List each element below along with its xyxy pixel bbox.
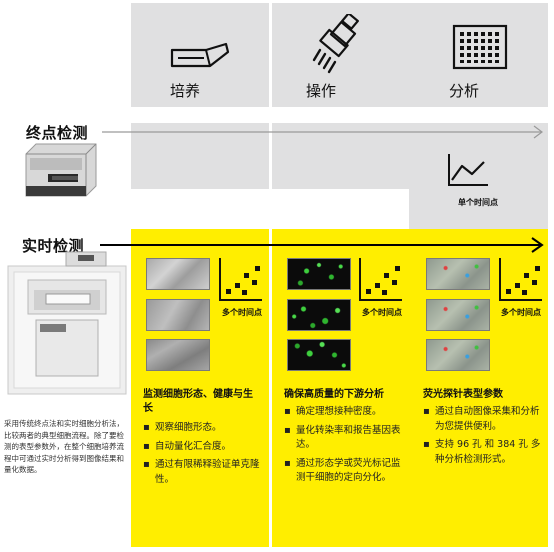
bullet-item: 通过有限稀释验证单克隆性。 xyxy=(143,458,261,487)
single-line-chart-icon xyxy=(448,154,488,186)
card-culture-caption: 多个时间点 xyxy=(222,308,262,317)
pipette-icon xyxy=(312,14,359,74)
column-label-analysis: 分析 xyxy=(449,82,480,100)
bullet-item: 量化转染率和报告基因表达。 xyxy=(284,424,402,453)
endpoint-culture-cell xyxy=(131,123,269,189)
cell-image-analysis-3 xyxy=(426,339,490,371)
endpoint-arrow xyxy=(102,125,543,139)
endpoint-instrument-image xyxy=(25,143,97,197)
column-analysis-header xyxy=(409,3,548,107)
card-analysis-caption: 多个时间点 xyxy=(501,308,541,317)
card-analysis-title: 荧光探针表型参数 xyxy=(423,389,503,400)
realtime-instrument-image xyxy=(7,251,127,395)
card-operation-bullets: 确定理想接种密度。 量化转染率和报告基因表达。 通过形态学或荧光标记监测干细胞的… xyxy=(284,405,402,490)
side-description: 采用传统终点法和实时细胞分析法，比较两者的典型细胞流程。除了要检测的表型参数外，… xyxy=(4,419,124,474)
cell-image-operation-2 xyxy=(287,299,351,331)
endpoint-analysis-cell xyxy=(409,123,548,229)
card-culture-bullets: 观察细胞形态。 自动量化汇合度。 通过有限稀释验证单克隆性。 xyxy=(143,421,261,491)
cell-image-analysis-1 xyxy=(426,258,490,290)
column-culture-header xyxy=(131,3,269,107)
cell-image-culture-2 xyxy=(146,299,210,331)
scatter-plot-icon xyxy=(359,258,402,301)
cell-image-operation-1 xyxy=(287,258,351,290)
card-operation-title: 确保高质量的下游分析 xyxy=(284,389,384,400)
bullet-item: 自动量化汇合度。 xyxy=(143,440,261,455)
scatter-plot-icon xyxy=(219,258,262,301)
cell-image-operation-3 xyxy=(287,339,351,371)
column-label-culture: 培养 xyxy=(170,82,201,100)
row-label-endpoint: 终点检测 xyxy=(26,124,89,142)
card-analysis-bullets: 通过自动图像采集和分析为您提供便利。 支持 96 孔 和 384 孔 多种分析检… xyxy=(423,405,543,471)
row-label-realtime: 实时检测 xyxy=(22,237,85,255)
well-plate-icon xyxy=(452,24,508,70)
column-label-operation: 操作 xyxy=(306,82,337,100)
card-culture-title: 监测细胞形态、健康与生长 xyxy=(143,389,253,414)
bullet-item: 通过自动图像采集和分析为您提供便利。 xyxy=(423,405,543,434)
realtime-arrow xyxy=(100,237,544,253)
endpoint-operation-cell xyxy=(272,123,409,189)
bullet-item: 确定理想接种密度。 xyxy=(284,405,402,420)
card-operation-caption: 多个时间点 xyxy=(362,308,402,317)
bullet-item: 通过形态学或荧光标记监测干细胞的定向分化。 xyxy=(284,457,402,486)
flask-icon xyxy=(170,42,230,68)
cell-image-analysis-2 xyxy=(426,299,490,331)
bullet-item: 支持 96 孔 和 384 孔 多种分析检测形式。 xyxy=(423,438,543,467)
cell-image-culture-1 xyxy=(146,258,210,290)
endpoint-analysis-caption: 单个时间点 xyxy=(458,198,498,207)
scatter-plot-icon xyxy=(499,258,542,301)
bullet-item: 观察细胞形态。 xyxy=(143,421,261,436)
cell-image-culture-3 xyxy=(146,339,210,371)
